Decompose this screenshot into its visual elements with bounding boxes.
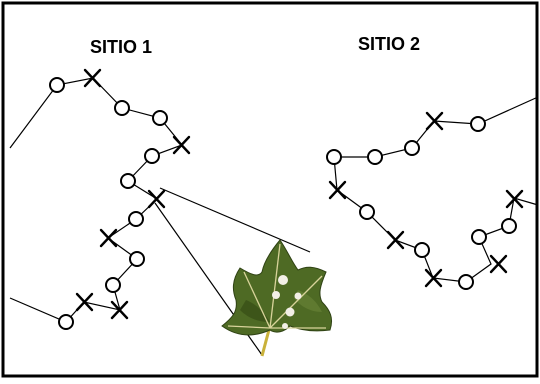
sample-cross — [424, 268, 443, 288]
sample-circle — [326, 149, 342, 165]
sample-circle — [128, 211, 144, 227]
sample-circle — [404, 140, 420, 156]
sample-circle — [359, 204, 375, 220]
sample-circle — [471, 229, 487, 245]
sample-cross — [99, 228, 118, 248]
sample-cross — [425, 111, 444, 131]
sample-circle — [501, 218, 517, 234]
sample-cross — [328, 180, 347, 200]
sample-cross — [147, 189, 166, 209]
site-2-sample-circles — [326, 116, 517, 290]
sample-circle — [49, 77, 65, 93]
site-1-label: SITIO 1 — [90, 37, 152, 57]
site-1-sample-crosses — [75, 68, 191, 320]
sample-cross — [505, 189, 524, 209]
sample-circle — [120, 173, 136, 189]
sample-cross — [386, 230, 405, 250]
sample-cross — [83, 68, 102, 88]
sample-circle — [114, 100, 130, 116]
sample-cross — [110, 300, 129, 320]
site-2-sample-crosses — [328, 111, 524, 288]
sample-circle — [152, 110, 168, 126]
sample-circle — [105, 277, 121, 293]
sample-circle — [458, 274, 474, 290]
sample-cross — [75, 292, 94, 312]
sample-cross — [172, 135, 191, 155]
sample-circle — [414, 242, 430, 258]
sample-circle — [58, 314, 74, 330]
sample-circle — [129, 251, 145, 267]
sample-circle — [144, 148, 160, 164]
site-1-sample-circles — [49, 77, 168, 330]
sample-circle — [470, 116, 486, 132]
site-2-label: SITIO 2 — [358, 34, 420, 54]
sample-cross — [489, 254, 508, 274]
leaf-image — [221, 239, 333, 357]
sample-circle — [367, 149, 383, 165]
